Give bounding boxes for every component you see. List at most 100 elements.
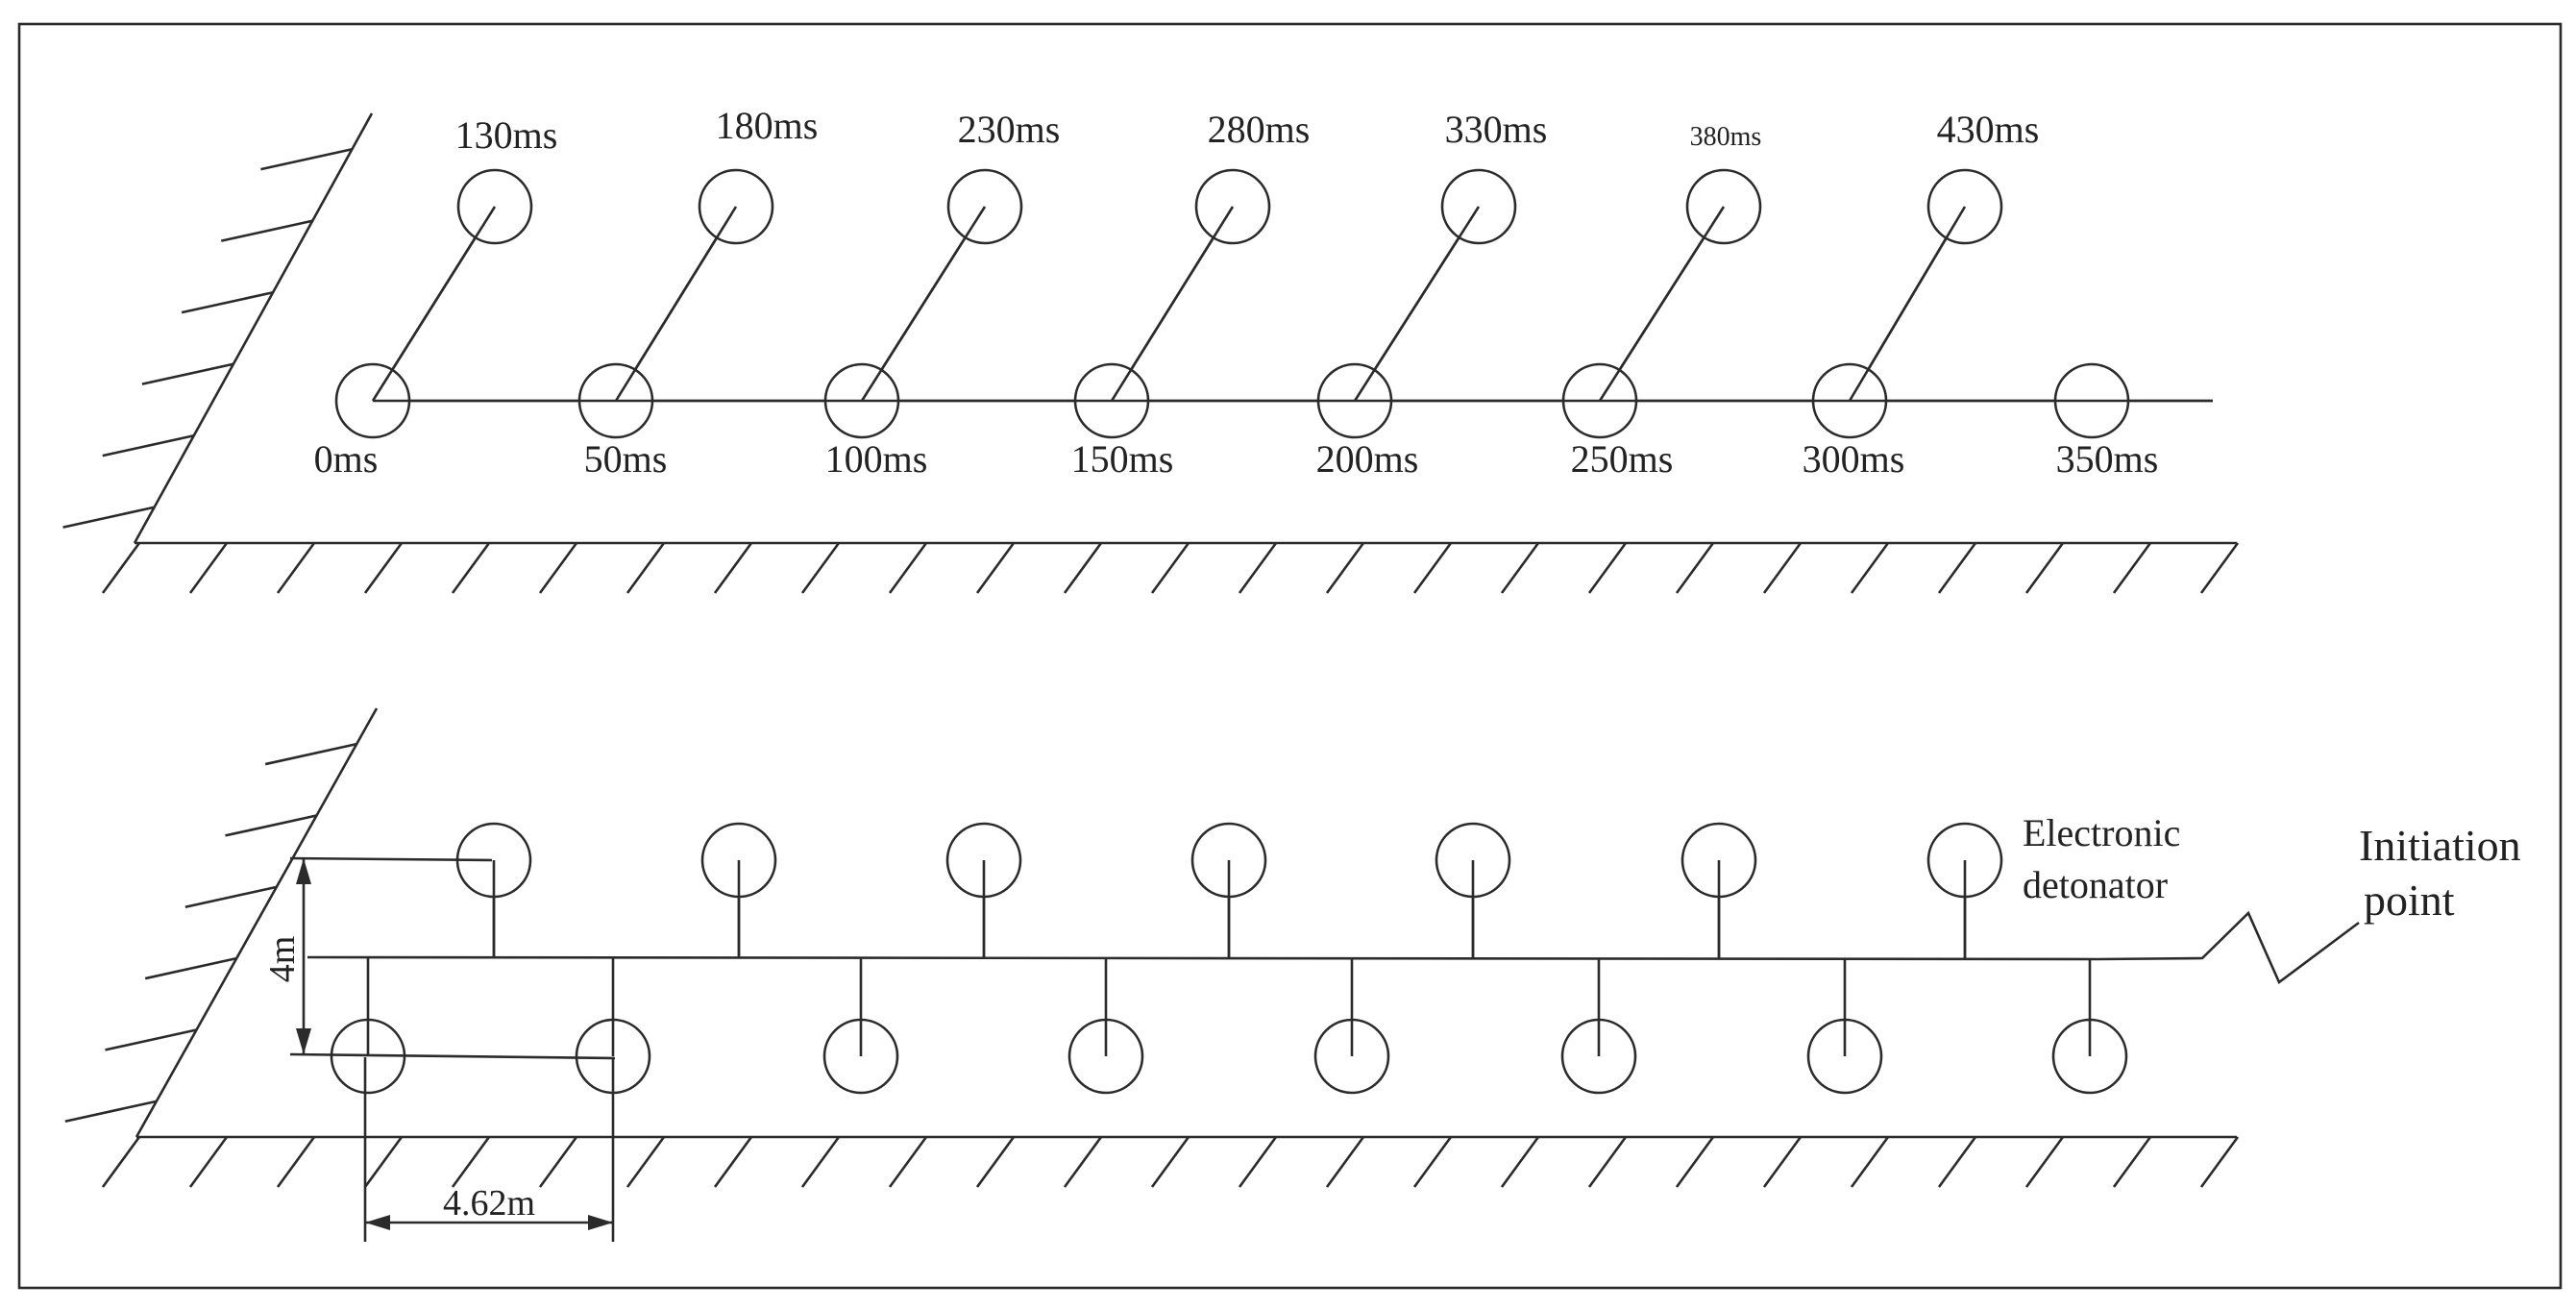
hatch-mark (144, 956, 237, 980)
row-spacing-extension-bottom (289, 1052, 616, 1060)
figure-frame (17, 22, 2563, 1290)
back-hole-connector (1353, 206, 1481, 402)
bottom-back-holes (455, 822, 2003, 958)
hatch-mark (141, 362, 234, 385)
hatch-mark (276, 542, 316, 594)
front-delay-label: 250ms (1571, 437, 1674, 481)
hatch-mark (105, 1028, 197, 1051)
hatch-mark (1325, 542, 1365, 594)
electronic-detonator-label-line1: Electronic (2023, 811, 2180, 854)
bottom-trunk-line (307, 910, 2360, 985)
hatch-mark (225, 814, 317, 837)
electronic-detonator-label-line2: detonator (2023, 863, 2168, 906)
hatch-mark (188, 542, 229, 594)
hatch-mark (62, 506, 155, 529)
front-delay-label: 150ms (1071, 437, 1174, 481)
hatch-mark (2024, 542, 2065, 594)
hatch-mark (1150, 1136, 1190, 1188)
hatch-mark (1850, 1136, 1890, 1188)
initiation-point-annotation: Initiation point (2359, 821, 2521, 925)
hatch-mark (184, 885, 278, 909)
hatch-mark (1937, 542, 1977, 594)
hatch-mark (1412, 542, 1453, 594)
back-delay-label: 180ms (716, 104, 819, 147)
hatch-mark (181, 290, 274, 314)
hatch-mark (2112, 542, 2152, 594)
initiation-point-label-line2: point (2364, 876, 2455, 925)
hatch-mark (363, 542, 404, 594)
front-delay-label: 0ms (314, 437, 379, 481)
hatch-mark (102, 433, 195, 457)
hatch-mark (1150, 542, 1190, 594)
hatch-mark (1587, 1136, 1628, 1188)
back-hole-connector (614, 206, 738, 402)
hatch-mark (451, 1136, 491, 1188)
row-spacing-arrowhead-bottom (296, 1028, 311, 1054)
back-hole-connector (860, 206, 987, 402)
back-hole-connector (371, 206, 497, 402)
hatch-mark (1325, 1136, 1365, 1188)
hatch-mark (888, 542, 928, 594)
back-delay-label: 380ms (1690, 122, 1762, 152)
back-hole-connector (1598, 206, 1726, 402)
hatch-mark (538, 1136, 578, 1188)
hatch-mark (1850, 542, 1890, 594)
row-spacing-arrowhead-top (296, 858, 311, 884)
back-delay-label: 280ms (1208, 108, 1311, 151)
top-back-holes (371, 168, 2213, 403)
hatch-mark (1063, 1136, 1103, 1188)
hatch-mark (1500, 542, 1540, 594)
hole-spacing-dimension: 4.62m (363, 1057, 615, 1242)
initiation-point-label-line1: Initiation (2359, 821, 2521, 870)
bottom-front-holes (330, 958, 2128, 1095)
hatch-mark (220, 219, 313, 242)
row-spacing-dimension: 4m (262, 856, 616, 1060)
hole-spacing-arrowhead-left (365, 1215, 390, 1230)
back-delay-label: 430ms (1937, 108, 2040, 151)
hatch-mark (626, 1136, 666, 1188)
hatch-mark (713, 542, 753, 594)
hatch-mark (800, 1136, 841, 1188)
hatch-mark (975, 542, 1016, 594)
hatch-mark (451, 542, 491, 594)
electronic-detonator-annotation: Electronic detonator (2023, 811, 2180, 906)
back-delay-label: 130ms (455, 113, 558, 157)
bottom-floor-hatch (101, 1136, 2240, 1188)
front-delay-label: 100ms (825, 437, 928, 481)
hatch-mark (1500, 1136, 1540, 1188)
hatch-mark (713, 1136, 753, 1188)
hatch-mark (975, 1136, 1016, 1188)
hatch-mark (1675, 542, 1715, 594)
hole-spacing-label: 4.62m (443, 1183, 535, 1223)
hatch-mark (188, 1136, 229, 1188)
hatch-mark (1762, 542, 1803, 594)
front-delay-label: 50ms (584, 437, 668, 481)
hatch-mark (1675, 1136, 1715, 1188)
hatch-mark (626, 542, 666, 594)
bottom-panel: 4m 4.62m Electronic detonator Initiation… (64, 707, 2521, 1242)
hatch-mark (363, 1136, 404, 1188)
back-hole-connector (1848, 206, 1967, 402)
hatch-mark (1762, 1136, 1803, 1188)
hatch-mark (101, 542, 141, 594)
hole-spacing-arrowhead-right (588, 1215, 613, 1230)
back-hole-connector (1110, 206, 1235, 402)
hatch-mark (64, 1100, 158, 1124)
top-face-hatch (62, 147, 353, 529)
hatch-mark (1238, 1136, 1278, 1188)
hatch-mark (2024, 1136, 2065, 1188)
hatch-mark (538, 542, 578, 594)
back-delay-label: 230ms (958, 108, 1061, 151)
front-delay-label: 200ms (1316, 437, 1419, 481)
front-delay-label: 300ms (1803, 437, 1905, 481)
hatch-mark (888, 1136, 928, 1188)
hatch-mark (2112, 1136, 2152, 1188)
hatch-mark (101, 1136, 141, 1188)
hatch-mark (1238, 542, 1278, 594)
hatch-mark (1937, 1136, 1977, 1188)
row-spacing-label: 4m (262, 936, 303, 983)
